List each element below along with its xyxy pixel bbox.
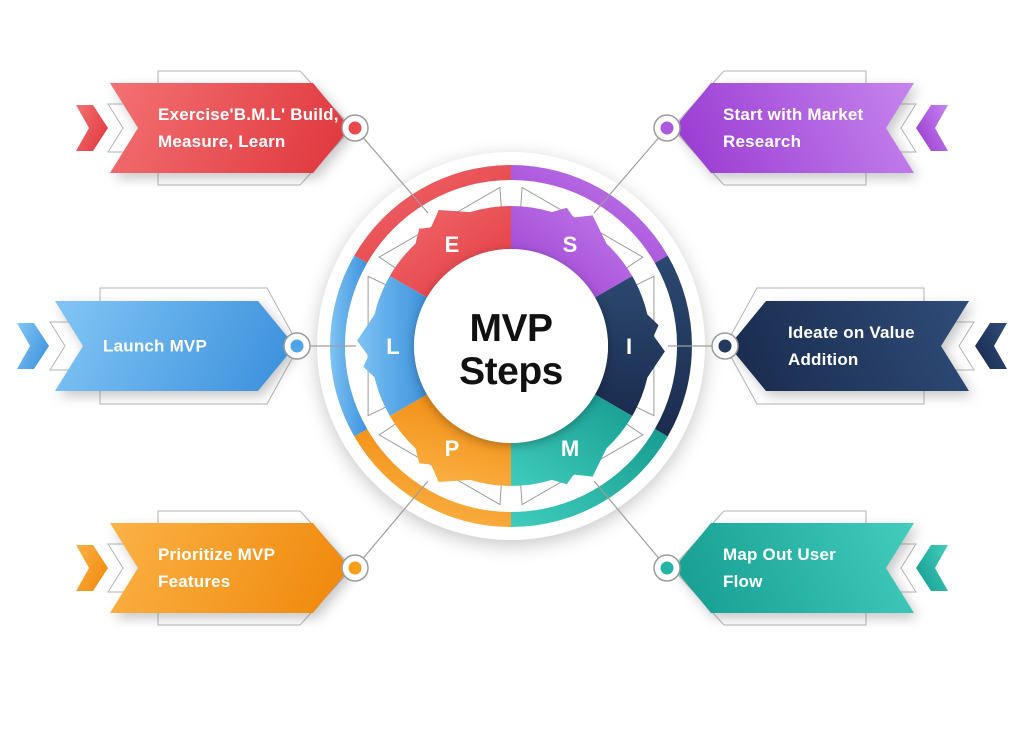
banner-label-line1: Map Out User <box>723 545 836 564</box>
connector-dot <box>290 339 304 353</box>
wheel-title-line1: MVP <box>469 307 552 350</box>
outer-arc-s <box>511 165 668 263</box>
outer-arc-e <box>354 165 511 263</box>
banner-label-line2: Research <box>723 132 802 151</box>
banner-label-line1: Start with Market <box>723 105 864 124</box>
outer-arc-p <box>354 429 511 527</box>
wheel-inner-ring <box>357 206 665 486</box>
outer-arc-l <box>330 255 368 437</box>
banner-label: Exercise'B.M.L' Build, Measure, Learn <box>158 101 339 155</box>
banner-shape <box>110 83 350 173</box>
wheel-letter-s: S <box>563 232 578 257</box>
wheel-hub <box>414 249 608 443</box>
banner-label-line1: Ideate on Value <box>788 323 915 342</box>
banner-shape <box>674 523 914 613</box>
banner-shape <box>674 83 914 173</box>
step-banner-market-research: Start with Market Research <box>674 83 914 173</box>
connector-dots <box>283 114 739 582</box>
banner-label-line2: Measure, Learn <box>158 132 286 151</box>
banner-label-line1: Launch MVP <box>103 336 208 356</box>
banner-label: Start with Market Research <box>723 101 863 155</box>
wheel-outer-ring <box>330 165 692 527</box>
wheel-segment-m <box>511 394 633 486</box>
outer-arc-i <box>654 255 692 437</box>
wheel-segment-l <box>357 276 427 416</box>
banner-label: Launch MVP <box>103 333 207 360</box>
banner-shape <box>110 523 350 613</box>
banner-label-line1: Exercise'B.M.L' Build, <box>158 105 339 124</box>
wheel-letters: E S L I P M <box>386 232 632 461</box>
wheel-segment-i <box>595 276 665 416</box>
connector-dot <box>660 561 674 575</box>
step-banner-exercise-bml: Exercise'B.M.L' Build, Measure, Learn <box>110 83 350 173</box>
banner-label-line2: Features <box>158 572 231 591</box>
banner-label-line1: Prioritize MVP <box>158 545 276 564</box>
connector-dot <box>660 121 674 135</box>
step-banner-ideate-value: Ideate on Value Addition <box>729 301 969 391</box>
wheel-letter-m: M <box>561 436 579 461</box>
connector-dot <box>348 121 362 135</box>
banner-shape <box>729 301 969 391</box>
wheel-letter-p: P <box>445 436 460 461</box>
wheel-letter-i: I <box>626 334 632 359</box>
step-banner-launch-mvp: Launch MVP <box>55 301 295 391</box>
connector-dot <box>348 561 362 575</box>
wheel-title-line2: Steps <box>459 350 563 393</box>
banner-label-line2: Addition <box>788 350 859 369</box>
connector-dot <box>718 339 732 353</box>
outer-arc-m <box>511 429 668 527</box>
banner-label-line2: Flow <box>723 572 763 591</box>
wheel-letter-e: E <box>445 232 460 257</box>
wheel-segment-s <box>511 206 633 298</box>
step-banner-prioritize-mvp: Prioritize MVP Features <box>110 523 350 613</box>
wheel-letter-l: L <box>386 334 399 359</box>
banner-label: Ideate on Value Addition <box>788 319 915 373</box>
banner-label: Prioritize MVP Features <box>158 541 275 595</box>
banner-shape <box>55 301 295 391</box>
wheel-segment-p <box>389 394 511 486</box>
connector-lines <box>297 127 725 569</box>
banner-label: Map Out User Flow <box>723 541 836 595</box>
step-banner-map-user-flow: Map Out User Flow <box>674 523 914 613</box>
wheel-segment-e <box>389 206 511 298</box>
